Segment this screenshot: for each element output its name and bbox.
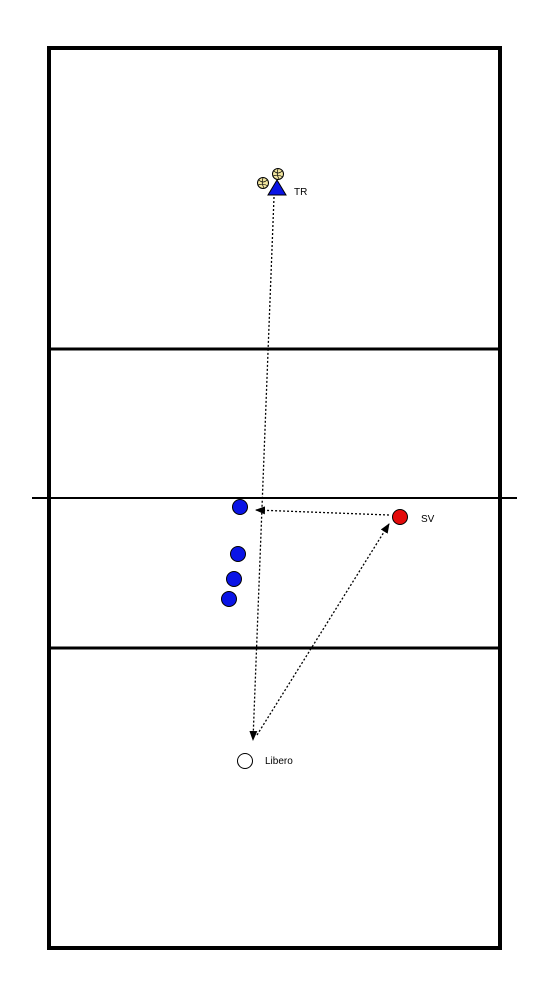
trainer-triangle-icon [267, 179, 287, 196]
arrow-setter-to-player [255, 506, 390, 516]
player-marker [221, 591, 237, 607]
arrow-trainer-to-libero [249, 196, 275, 741]
arrow-libero-to-setter [256, 523, 390, 736]
volleyball-icon [257, 177, 269, 189]
volleyball-icon [272, 168, 284, 180]
player-marker [226, 571, 242, 587]
player-marker [232, 499, 248, 515]
libero-marker [237, 753, 253, 769]
setter-label: SV [421, 514, 435, 525]
player-marker [230, 546, 246, 562]
setter-marker [392, 509, 408, 525]
libero-label: Libero [265, 756, 293, 767]
trainer-label: TR [294, 187, 307, 198]
